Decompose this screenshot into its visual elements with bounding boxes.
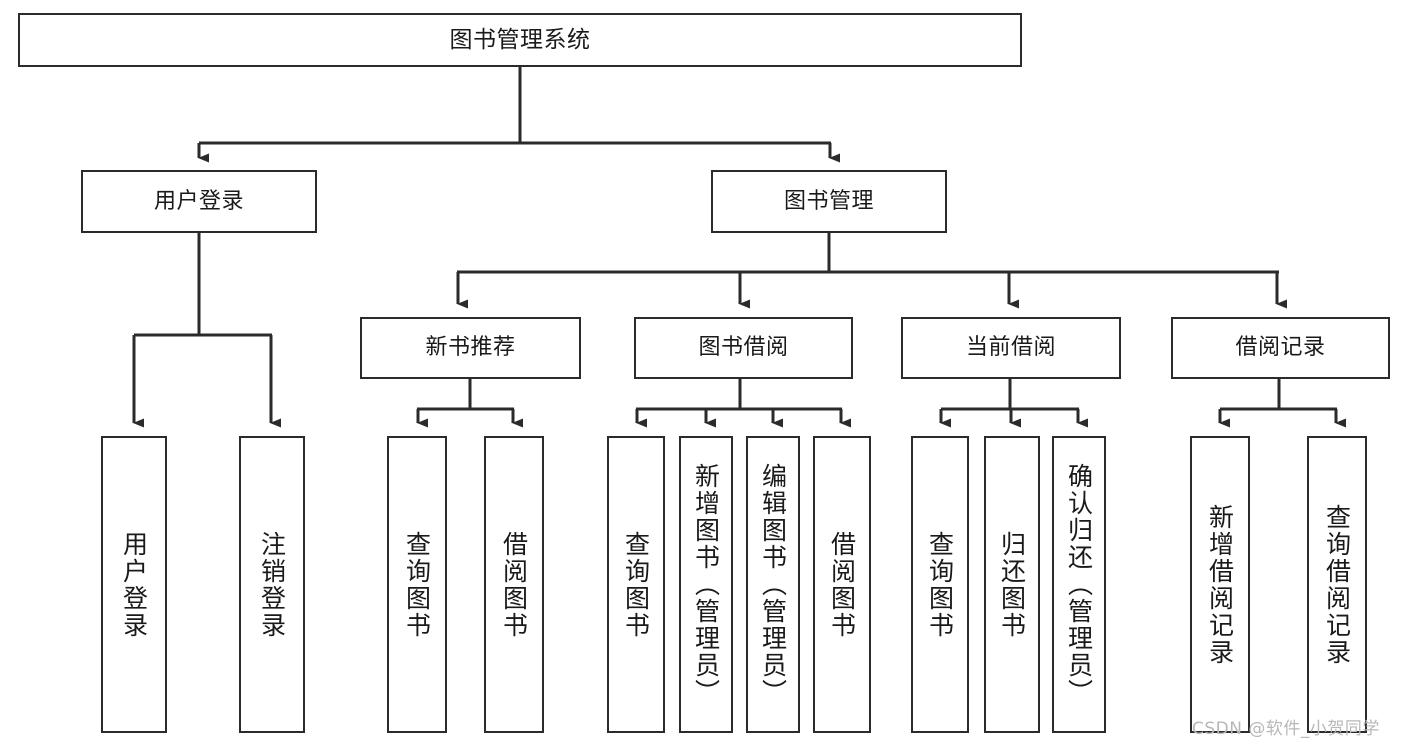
node-leaf-borrow-book-1-label: 借阅图书 (499, 530, 529, 639)
node-leaf-confirm-return[interactable]: 确认归还（管理员） (1052, 436, 1106, 733)
node-leaf-return-book[interactable]: 归还图书 (984, 436, 1040, 733)
node-leaf-borrow-book-1[interactable]: 借阅图书 (484, 436, 544, 733)
node-leaf-confirm-return-label: 确认归还（管理员） (1064, 463, 1094, 706)
node-leaf-query-book-2-label: 查询图书 (621, 530, 651, 639)
node-leaf-query-record[interactable]: 查询借阅记录 (1307, 436, 1367, 733)
node-current-borrow-label: 当前借阅 (965, 335, 1056, 361)
node-leaf-edit-book-label: 编辑图书（管理员） (758, 463, 788, 706)
node-leaf-user-login[interactable]: 用户登录 (101, 436, 167, 733)
node-leaf-add-book-label: 新增图书（管理员） (691, 463, 721, 706)
node-leaf-add-record[interactable]: 新增借阅记录 (1190, 436, 1250, 733)
node-leaf-query-book-3[interactable]: 查询图书 (911, 436, 969, 733)
node-book-borrow[interactable]: 图书借阅 (634, 317, 853, 379)
node-current-borrow[interactable]: 当前借阅 (901, 317, 1121, 379)
node-leaf-query-record-label: 查询借阅记录 (1322, 503, 1352, 666)
node-leaf-return-book-label: 归还图书 (997, 530, 1027, 639)
node-root-label: 图书管理系统 (449, 26, 591, 53)
node-leaf-query-book-3-label: 查询图书 (925, 530, 955, 639)
node-leaf-add-record-label: 新增借阅记录 (1205, 503, 1235, 666)
node-leaf-borrow-book-2[interactable]: 借阅图书 (813, 436, 871, 733)
node-leaf-user-login-label: 用户登录 (119, 530, 149, 639)
node-leaf-logout-label: 注销登录 (257, 530, 287, 639)
node-leaf-borrow-book-2-label: 借阅图书 (827, 530, 857, 639)
node-book-borrow-label: 图书借阅 (698, 335, 789, 361)
csdn-watermark: CSDN @软件_小贺同学 (1192, 719, 1380, 739)
node-book-manage[interactable]: 图书管理 (711, 170, 947, 233)
node-borrow-record[interactable]: 借阅记录 (1171, 317, 1390, 379)
node-leaf-query-book-1[interactable]: 查询图书 (387, 436, 447, 733)
node-leaf-add-book[interactable]: 新增图书（管理员） (679, 436, 733, 733)
node-book-manage-label: 图书管理 (783, 188, 874, 214)
node-new-book-recommend[interactable]: 新书推荐 (360, 317, 581, 379)
node-leaf-query-book-1-label: 查询图书 (402, 530, 432, 639)
node-user-login-label: 用户登录 (153, 188, 244, 214)
node-user-login[interactable]: 用户登录 (81, 170, 317, 233)
node-root-system[interactable]: 图书管理系统 (18, 13, 1022, 67)
node-new-book-recommend-label: 新书推荐 (425, 335, 516, 361)
node-leaf-query-book-2[interactable]: 查询图书 (607, 436, 665, 733)
node-leaf-edit-book[interactable]: 编辑图书（管理员） (746, 436, 800, 733)
node-borrow-record-label: 借阅记录 (1235, 335, 1326, 361)
node-leaf-logout[interactable]: 注销登录 (239, 436, 305, 733)
